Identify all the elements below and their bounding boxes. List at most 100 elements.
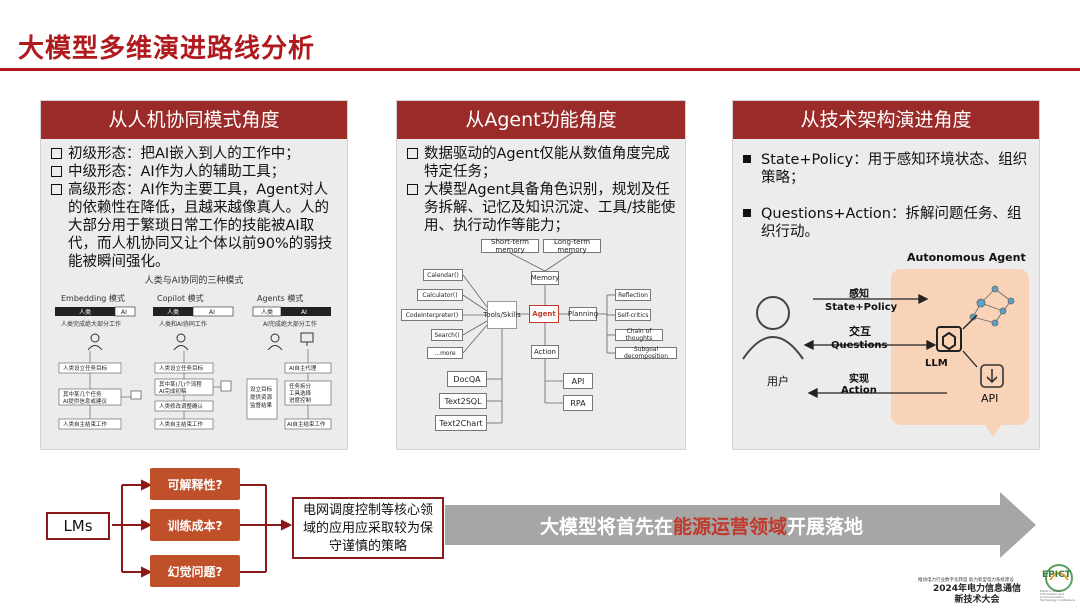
panel1-bullets: 初级形态：把AI嵌入到人的工作中； 中级形态：AI作为人的辅助工具； 高级形态：…	[51, 145, 341, 271]
svg-text:人类: 人类	[167, 308, 179, 316]
agent-diagram: Short-term memory Long-term memory Memor…	[397, 237, 685, 447]
output-text2sql: Text2SQL	[439, 393, 487, 409]
user-icon	[742, 296, 804, 360]
panel2-bullets: 数据驱动的Agent仅能从数值角度完成特定任务； 大模型Agent具备角色识别，…	[407, 145, 679, 235]
panel2-header: 从Agent功能角度	[397, 101, 685, 139]
arrow-text-pre: 大模型将首先在	[540, 516, 674, 538]
m1-step-2a: 其中某几个任务	[63, 390, 102, 398]
mode-caption-2: 人类和AI协同工作	[159, 320, 207, 328]
m3-step-3: AI自主结束工作	[287, 420, 326, 428]
question-training-cost: 训练成本?	[150, 509, 240, 541]
api-label: API	[981, 392, 999, 405]
m2-step-2a: 其中某(几)个流程	[159, 380, 202, 388]
m3-side-c: 监督结果	[250, 401, 273, 409]
output-text2chart: Text2Chart	[435, 415, 487, 431]
footer-slogan: 推动电力行业数字化转型 助力新型电力系统建设	[918, 578, 1014, 583]
bullet: 初级形态：把AI嵌入到人的工作中；	[51, 145, 341, 163]
output-rpa: RPA	[563, 395, 593, 411]
svg-text:AI: AI	[209, 309, 215, 316]
svg-text:AI: AI	[121, 309, 127, 316]
logo-subtext: Electric Power Information and Communica…	[1040, 590, 1075, 602]
arrow-text-post: 开展落地	[787, 516, 864, 538]
user-label: 用户	[767, 375, 789, 388]
bullet: State+Policy：用于感知环境状态、组织策略；	[743, 151, 1033, 187]
footer-conference: 2024年电力信息通信 新技术大会	[920, 584, 1034, 606]
planning-cot: Chain of thoughts	[615, 328, 663, 342]
bullet-square-icon	[743, 209, 751, 217]
m1-step-1: 人类设立任务目标	[63, 364, 108, 372]
mode-caption-3: AI完成绝大部分工作	[263, 320, 317, 328]
panel3-header: 从技术架构演进角度	[733, 101, 1039, 139]
logo-text: EPICT	[1042, 570, 1071, 580]
m2-step-1: 人类设立任务目标	[159, 364, 204, 372]
bullet: Questions+Action：拆解问题任务、组织行动。	[743, 205, 1033, 241]
m2-step-2b: AI完成初稿	[159, 387, 187, 395]
bullet: 中级形态：AI作为人的辅助工具；	[51, 163, 341, 181]
arrow2-cn: 交互	[849, 325, 871, 338]
checkbox-icon	[407, 148, 418, 159]
planning-self-critics: Self-critics	[615, 309, 651, 321]
title-divider	[0, 68, 1080, 71]
m3-side-b: 提供资源	[250, 393, 273, 401]
action-box: Action	[531, 345, 559, 359]
arrow3-en: Action	[841, 385, 877, 396]
m3-step-1: AI自主代理	[289, 364, 317, 372]
short-term-memory-box: Short-term memory	[481, 238, 539, 254]
planning-subgoal: Subgoal decomposition	[615, 346, 677, 360]
arrow3-cn: 实现	[849, 374, 869, 385]
output-api: API	[563, 373, 593, 389]
question-explainability: 可解释性?	[150, 468, 240, 500]
tool-search: Search()	[431, 329, 463, 341]
bullet: 高级形态：AI作为主要工具，Agent对人的依赖性在降低，且越来越像真人。人的大…	[51, 181, 341, 271]
llm-label: LLM	[925, 358, 948, 369]
planning-box: Planning	[568, 307, 598, 321]
epict-logo: EPICT Electric Power Information and Com…	[1040, 562, 1078, 602]
svg-text:AI: AI	[301, 309, 307, 316]
arrow2-en: Questions	[831, 340, 888, 351]
panel-agent-function: 从Agent功能角度 数据驱动的Agent仅能从数值角度完成特定任务； 大模型A…	[396, 100, 686, 450]
bottom-flow-lines	[112, 479, 1036, 578]
svg-text:人类: 人类	[79, 308, 91, 316]
m2-step-4: 人类自主结束工作	[159, 420, 204, 428]
svg-text:人类: 人类	[261, 308, 273, 316]
tool-more: ...more	[427, 347, 463, 359]
mode-name-1: Embedding 模式	[61, 293, 125, 303]
panel1-header: 从人机协同模式角度	[41, 101, 347, 139]
mode-name-2: Copilot 模式	[157, 293, 204, 303]
panel-tech-architecture: 从技术架构演进角度 State+Policy：用于感知环境状态、组织策略； Qu…	[732, 100, 1040, 450]
api-download-icon	[980, 364, 1004, 388]
m3-side-a: 设立目标	[250, 385, 273, 393]
m3-step-2c: 进度控制	[289, 396, 312, 404]
agent-architecture	[742, 269, 1029, 437]
tool-code-interpreter: CodeInterpreter()	[401, 309, 463, 321]
bullet: 数据驱动的Agent仅能从数值角度完成特定任务；	[407, 145, 679, 181]
figure-title: 人类与AI协同的三种模式	[144, 276, 244, 286]
mode-caption-1: 人类完成绝大部分工作	[61, 320, 121, 328]
lms-box: LMs	[46, 512, 110, 540]
agent-box: Agent	[529, 305, 559, 323]
tool-calculator: Calculator()	[417, 289, 463, 301]
diagram-connectors	[462, 252, 615, 424]
conference-line2: 新技术大会	[954, 595, 1000, 605]
arrow-text: 大模型将首先在能源运营领域开展落地	[540, 512, 863, 539]
tool-calendar: Calendar()	[423, 269, 463, 281]
panel3-bullets: State+Policy：用于感知环境状态、组织策略； Questions+Ac…	[743, 151, 1033, 241]
arrow1-cn: 感知	[849, 289, 869, 300]
output-docqa: DocQA	[447, 371, 487, 387]
m2-step-3: 人类修改调整确认	[159, 402, 204, 410]
strategy-box: 电网调度控制等核心领域的应用应采取较为保守谨慎的策略	[292, 497, 444, 559]
arrow1-en: State+Policy	[825, 302, 898, 313]
network-icon	[969, 285, 1015, 327]
arrow-text-highlight: 能源运营领域	[673, 516, 788, 538]
memory-box: Memory	[531, 271, 559, 285]
checkbox-icon	[407, 184, 418, 195]
planning-reflection: Reflection	[615, 289, 651, 301]
bullet-square-icon	[743, 155, 751, 163]
logo-icon	[1045, 564, 1073, 592]
checkbox-icon	[51, 184, 62, 195]
m3-step-2a: 任务拆分	[289, 382, 312, 390]
m1-step-2b: AI提供信息或建议	[63, 397, 107, 405]
bullet: 大模型Agent具备角色识别，规划及任务拆解、记忆及知识沉淀、工具/技能使用、执…	[407, 181, 679, 235]
